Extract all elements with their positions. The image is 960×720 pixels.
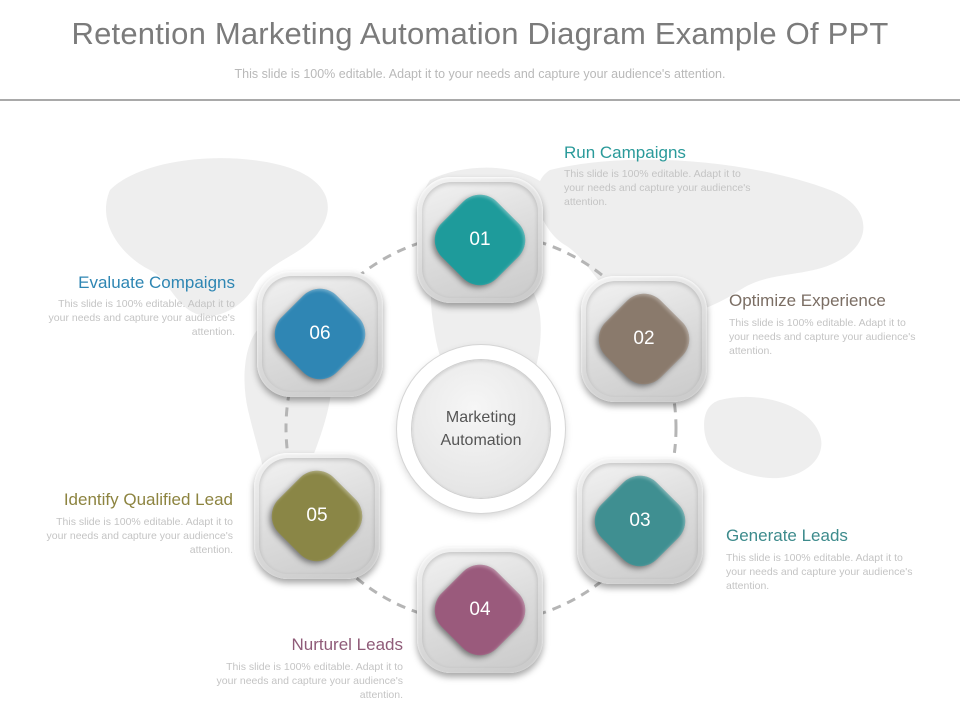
step-node-02: 02 [581,276,707,402]
step-number-02: 02 [633,328,655,349]
slide-title: Retention Marketing Automation Diagram E… [71,16,889,51]
step-label-05: Identify Qualified Lead [63,490,233,509]
step-number-06: 06 [309,323,331,344]
world-map-background [105,158,864,513]
center-line-1: Marketing [445,409,517,426]
step-node-06: 06 [257,271,383,397]
center-hub-text: Marketing Automation [421,406,541,452]
center-line-2: Automation [440,432,522,449]
title-divider [0,99,960,101]
step-desc-02: This slide is 100% editable. Adapt it to… [729,317,916,357]
step-desc-04: This slide is 100% editable. Adapt it to… [216,661,403,701]
step-number-01: 01 [469,229,491,250]
step-label-02: Optimize Experience [729,291,886,310]
step-number-04: 04 [469,599,491,620]
step-desc-03: This slide is 100% editable. Adapt it to… [726,552,913,592]
slide-subtitle: This slide is 100% editable. Adapt it to… [234,67,726,81]
step-desc-06: This slide is 100% editable. Adapt it to… [48,298,235,338]
step-node-01: 01 [417,177,543,303]
step-label-04: Nurturel Leads [291,635,403,654]
step-desc-05: This slide is 100% editable. Adapt it to… [46,516,233,556]
step-node-04: 04 [417,547,543,673]
step-label-01: Run Campaigns [564,143,686,162]
step-number-03: 03 [629,510,651,531]
center-hub: Marketing Automation [412,360,550,498]
step-node-05: 05 [254,453,380,579]
step-number-05: 05 [306,505,328,526]
step-node-03: 03 [577,458,703,584]
step-desc-01: This slide is 100% editable. Adapt it to… [564,168,751,208]
step-label-06: Evaluate Compaigns [78,273,235,292]
step-label-03: Generate Leads [726,526,848,545]
